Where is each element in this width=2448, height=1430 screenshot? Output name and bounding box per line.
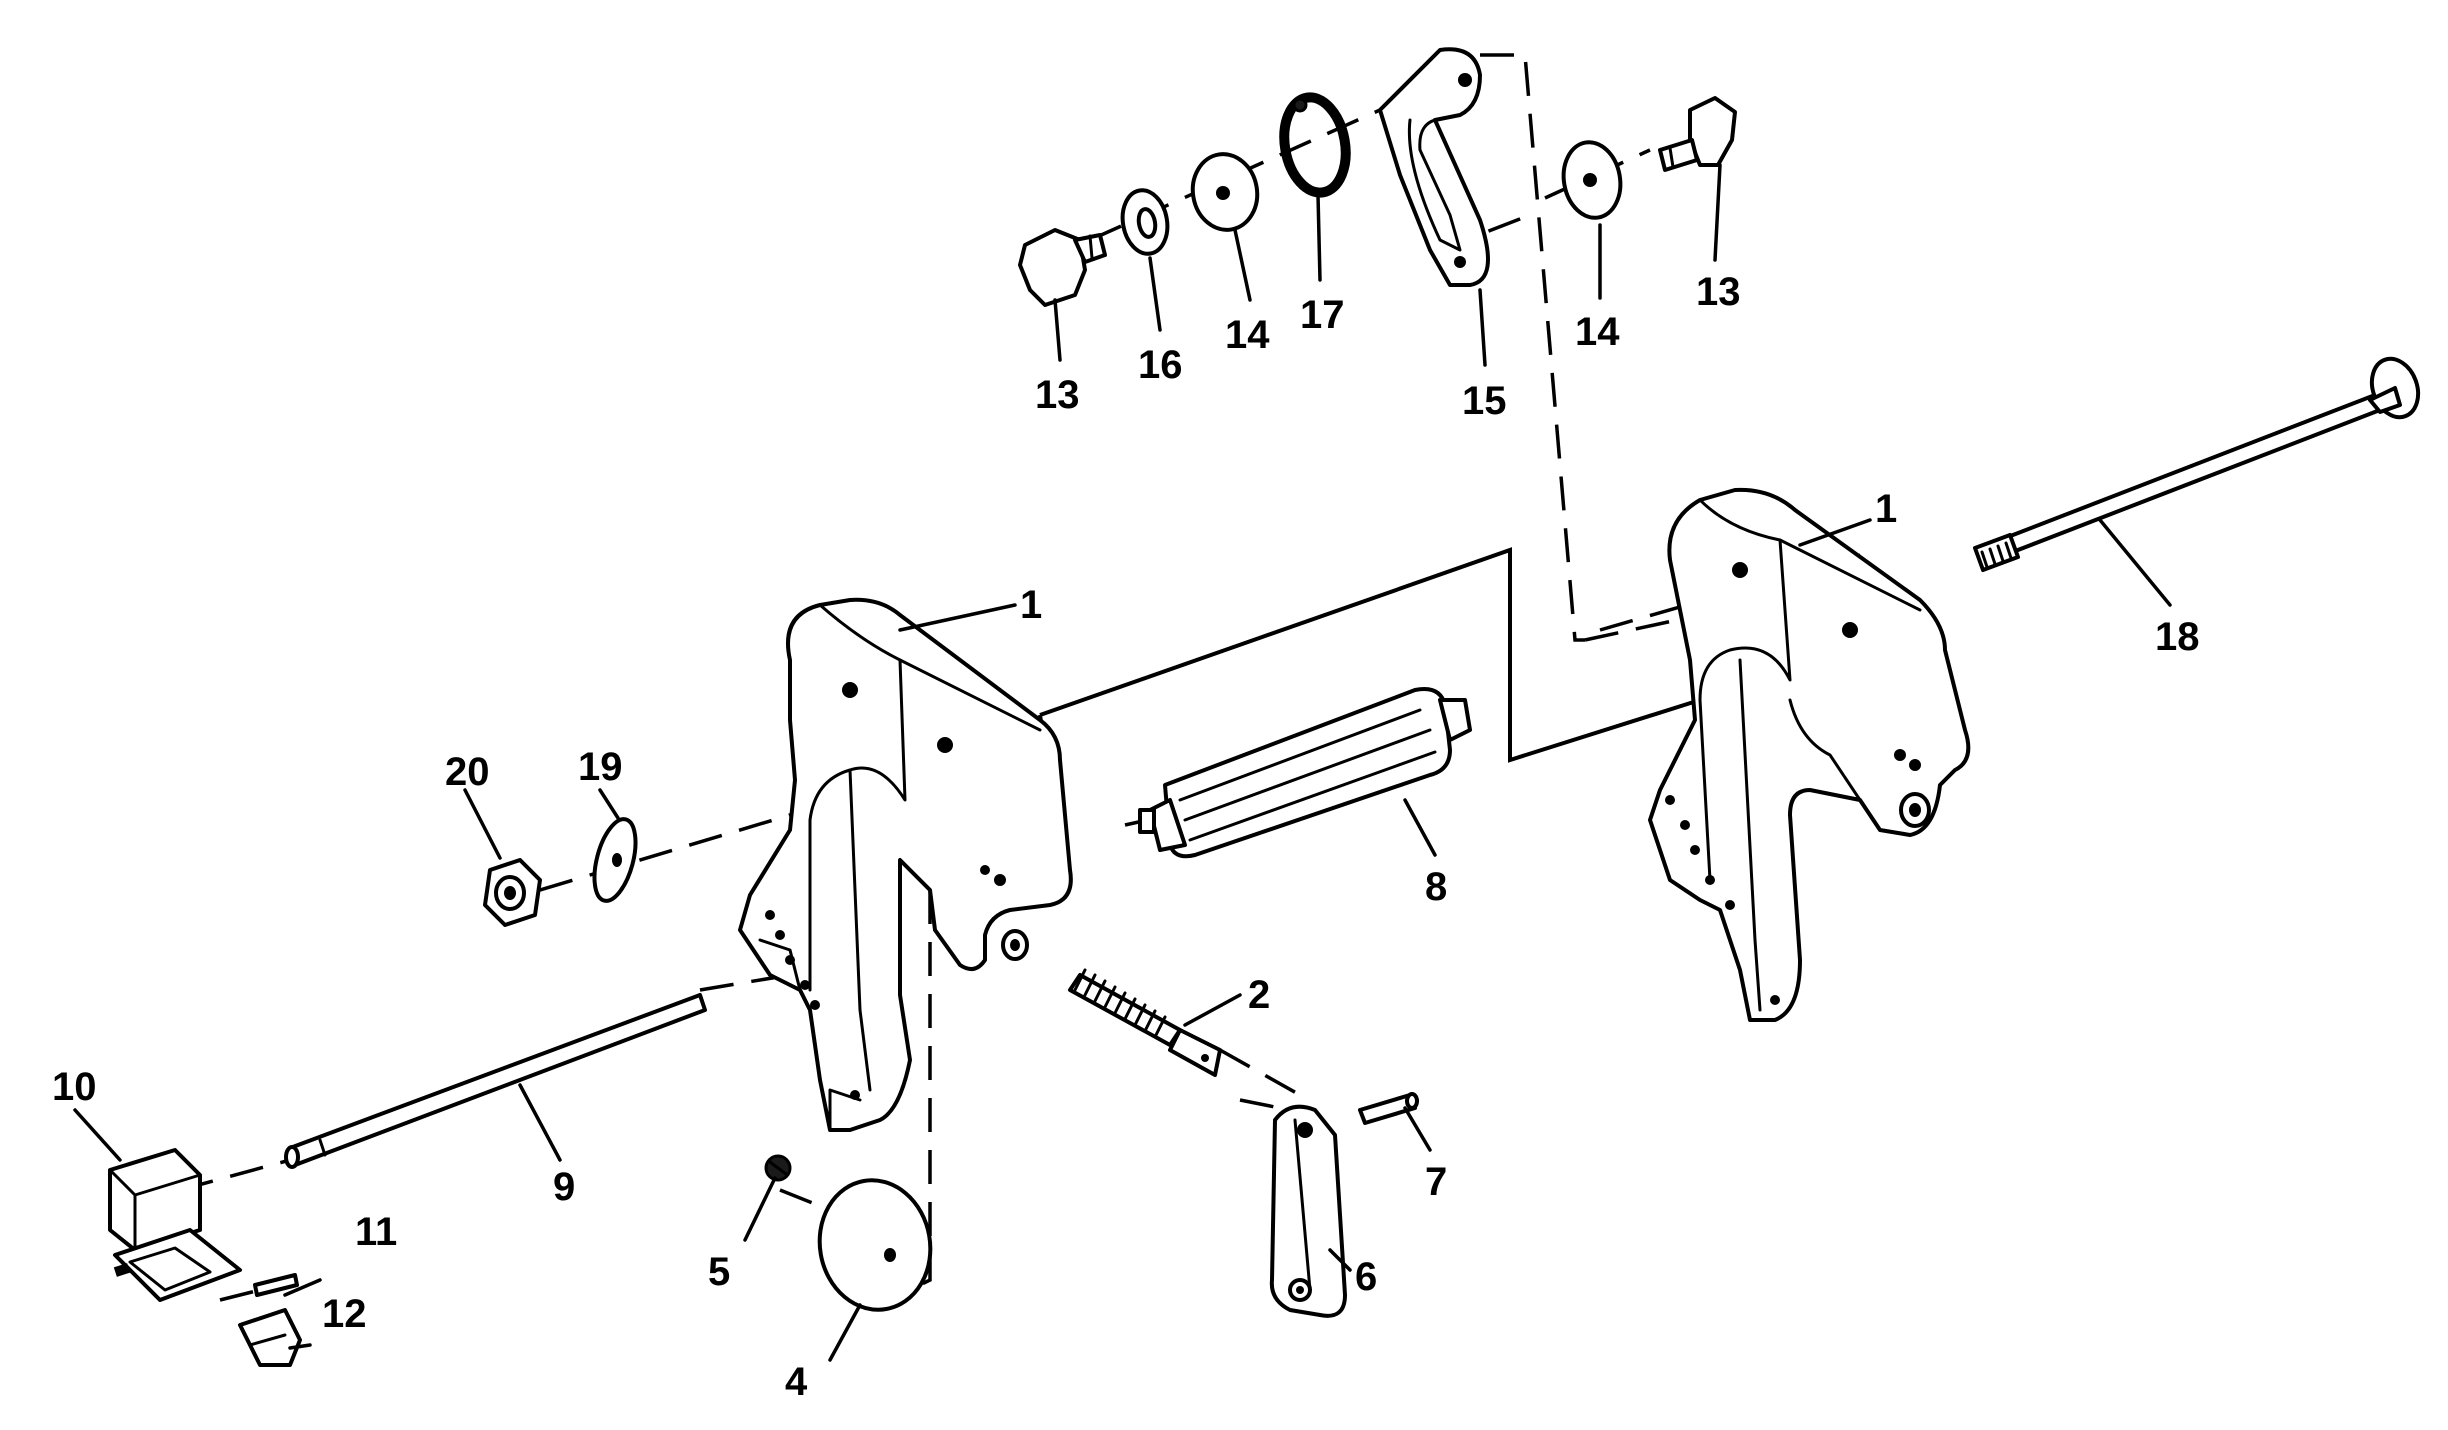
rod [284, 993, 707, 1169]
callout-19: 19 [578, 745, 623, 789]
link-15 [1378, 47, 1490, 287]
callout-20: 20 [445, 750, 490, 794]
callout-14-right: 14 [1575, 310, 1620, 354]
callout-4: 4 [785, 1360, 808, 1404]
callout-6: 6 [1355, 1255, 1377, 1299]
callout-10: 10 [52, 1065, 97, 1109]
washer-14-right [1561, 140, 1623, 220]
callout-16: 16 [1138, 343, 1183, 387]
clamp-bracket-left [738, 597, 1073, 1132]
callout-13-right: 13 [1696, 270, 1741, 314]
spring-2 [1068, 968, 1222, 1077]
disc-4 [817, 1178, 933, 1312]
tilt-tube [1138, 687, 1472, 859]
callout-1-right: 1 [1875, 487, 1897, 531]
washer-16 [1120, 188, 1170, 256]
knob-13-left [1018, 228, 1107, 307]
callout-17: 17 [1300, 293, 1345, 337]
long-bolt [1973, 356, 2421, 572]
tube-outline [1039, 547, 1701, 763]
callout-7: 7 [1425, 1160, 1447, 1204]
small-bracket [108, 1148, 242, 1302]
ring-17 [1279, 92, 1351, 198]
nut [483, 858, 542, 927]
clamp-bracket-right [1648, 487, 1971, 1022]
callout-labels: 1 1 2 4 5 6 7 8 9 10 11 12 13 13 14 14 1… [52, 270, 2200, 1404]
callout-13-left: 13 [1035, 373, 1080, 417]
cotter-pin-11 [253, 1273, 299, 1297]
callout-12: 12 [322, 1292, 367, 1336]
lever-6 [1269, 1104, 1347, 1318]
washer-14-left [1190, 152, 1260, 232]
callout-18: 18 [2155, 615, 2200, 659]
dashed-line-15-to-right-clamp [1480, 53, 1585, 642]
clip-12 [238, 1308, 302, 1367]
callout-8: 8 [1425, 865, 1447, 909]
callout-2: 2 [1248, 973, 1270, 1017]
callout-14-left: 14 [1225, 313, 1270, 357]
washer-19 [592, 817, 638, 903]
callout-11: 11 [355, 1210, 397, 1254]
callout-15: 15 [1462, 379, 1507, 423]
callout-5: 5 [708, 1250, 730, 1294]
callout-9: 9 [553, 1165, 575, 1209]
callout-1-left: 1 [1020, 583, 1042, 627]
knob-13-right [1658, 96, 1737, 172]
pin-7 [1358, 1092, 1419, 1125]
leader-lines [73, 163, 2172, 1362]
screw-5 [764, 1154, 792, 1182]
